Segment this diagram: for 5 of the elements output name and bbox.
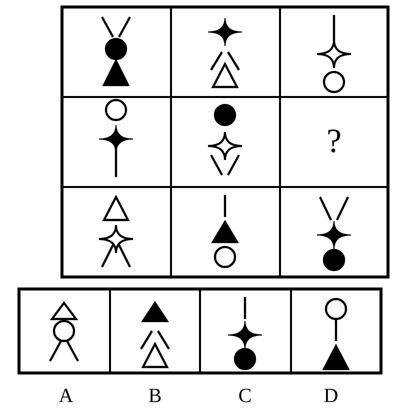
option-letter: C <box>238 386 252 406</box>
option-letter: A <box>58 386 74 406</box>
option-letter: B <box>148 386 162 406</box>
option-letter: D <box>324 386 338 406</box>
question-mark: ? <box>326 125 342 159</box>
